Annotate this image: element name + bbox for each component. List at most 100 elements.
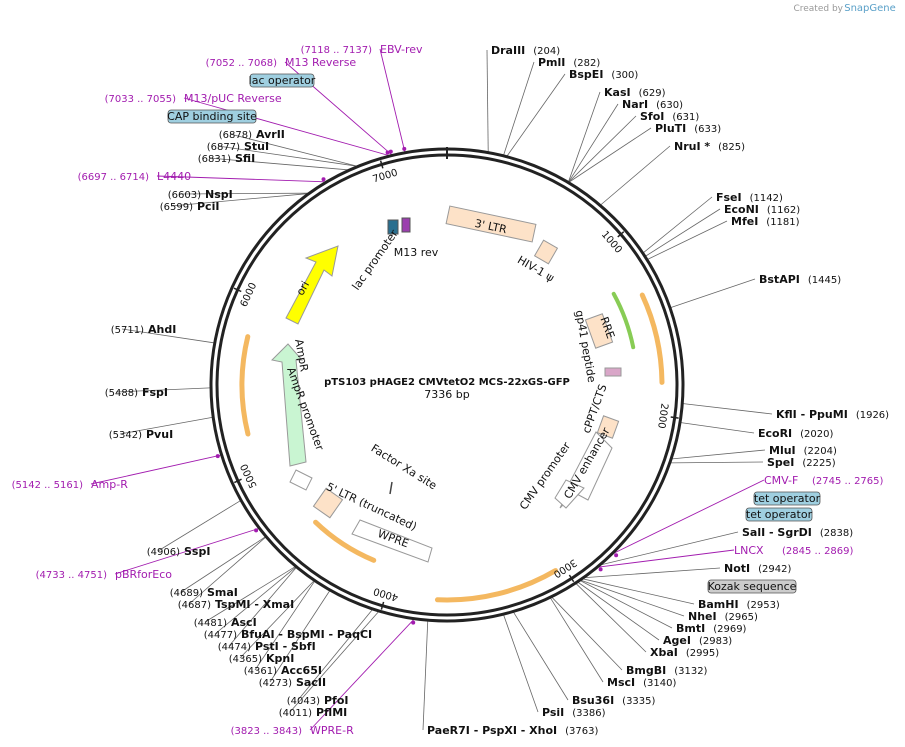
enzyme-label[interactable]: SfiI <box>235 152 255 165</box>
enzyme-label[interactable]: MluI <box>769 444 796 457</box>
feature-ori[interactable] <box>285 245 339 325</box>
enzyme-leader-line <box>568 115 637 183</box>
enzyme-label[interactable]: Acc65I <box>281 664 322 677</box>
enzyme-label[interactable]: StuI <box>244 140 269 153</box>
enzyme-leader-line <box>513 612 569 701</box>
enzyme-label[interactable]: BfuAI - BspMI - PaqCI <box>241 628 372 641</box>
feature-box[interactable] <box>707 579 797 594</box>
enzyme-label[interactable]: BamHI <box>698 598 739 611</box>
enzyme-label[interactable]: SfoI <box>640 110 664 123</box>
enzyme-label[interactable]: AscI <box>231 616 257 629</box>
feature-box[interactable] <box>167 109 257 124</box>
enzyme-leader-line <box>254 581 315 671</box>
primer-label[interactable]: Amp-R <box>91 478 128 491</box>
enzyme-label[interactable]: PciI <box>197 200 219 213</box>
enzyme-label[interactable]: NarI <box>622 98 648 111</box>
enzyme-position: (6831) <box>198 154 231 165</box>
enzyme-position: (3132) <box>674 666 707 677</box>
enzyme-label[interactable]: NheI <box>688 610 717 623</box>
enzyme-label[interactable]: AgeI <box>663 634 691 647</box>
enzyme-label[interactable]: PvuI <box>146 428 173 441</box>
primer-leader-line <box>598 549 735 568</box>
enzyme-label[interactable]: MfeI <box>731 215 758 228</box>
primer-label[interactable]: CMV-F <box>764 474 798 487</box>
primer-label[interactable]: pBRforEco <box>115 568 172 581</box>
enzyme-label[interactable]: PluTI <box>655 122 686 135</box>
enzyme-label[interactable]: PfoI <box>324 694 349 707</box>
enzyme-position: (5488) <box>105 388 138 399</box>
enzyme-label[interactable]: SmaI <box>207 586 238 599</box>
enzyme-leader-line <box>506 73 566 157</box>
enzyme-label[interactable]: FspI <box>142 386 168 399</box>
enzyme-label[interactable]: NspI <box>205 188 233 201</box>
tick-label: 4000 <box>372 585 400 603</box>
enzyme-position: (1926) <box>856 410 889 421</box>
feature-ampr-promoter[interactable] <box>289 469 313 491</box>
enzyme-label[interactable]: SalI - SgrDI <box>742 526 812 539</box>
enzyme-label[interactable]: PaeR7I - PspXI - XhoI <box>427 724 557 737</box>
feature-m13-rev[interactable] <box>401 217 411 233</box>
feature-hiv1-psi[interactable] <box>533 239 559 265</box>
enzyme-label[interactable]: TspMI - XmaI <box>215 598 294 611</box>
enzyme-label[interactable]: SacII <box>296 676 326 689</box>
feature-gp41-peptide[interactable] <box>604 367 622 377</box>
feature-cppt-cts[interactable] <box>596 415 620 439</box>
feature-factor-xa-site[interactable] <box>389 481 393 495</box>
feature-box[interactable] <box>745 507 813 522</box>
enzyme-label[interactable]: AvrII <box>256 128 285 141</box>
feature-box-label: lac operator <box>249 74 316 87</box>
enzyme-position: (6878) <box>219 130 252 141</box>
primer-site-mark <box>385 150 390 155</box>
primer-label[interactable]: LNCX <box>734 544 764 557</box>
primer-label[interactable]: L4440 <box>157 170 191 183</box>
feature-box-label: CAP binding site <box>167 110 257 123</box>
enzyme-label[interactable]: BmtI <box>676 622 705 635</box>
enzyme-label[interactable]: PmlI <box>538 56 565 69</box>
feature-m13-rev-label: M13 rev <box>394 246 439 259</box>
enzyme-label[interactable]: SpeI <box>767 456 794 469</box>
feature-factor-xa-site-label: Factor Xa site <box>369 442 440 493</box>
feature-box[interactable] <box>249 73 315 88</box>
enzyme-label[interactable]: KpnI <box>266 652 294 665</box>
primer-label[interactable]: EBV-rev <box>380 43 423 56</box>
feature-ampr[interactable] <box>270 343 307 467</box>
feature-box[interactable] <box>753 491 821 506</box>
enzyme-label[interactable]: EcoNI <box>724 203 759 216</box>
feature-rre[interactable] <box>584 313 614 349</box>
enzyme-leader-line <box>551 597 623 671</box>
feature-wpre[interactable] <box>351 519 433 563</box>
enzyme-position: (4477) <box>204 630 237 641</box>
primer-label[interactable]: M13/pUC Reverse <box>184 92 282 105</box>
enzyme-leader-line <box>180 536 266 593</box>
tick-mark <box>568 574 575 583</box>
enzyme-label[interactable]: EcoRI <box>758 427 792 440</box>
enzyme-label[interactable]: KflI - PpuMI <box>776 408 848 421</box>
enzyme-label[interactable]: Bsu36I <box>572 694 614 707</box>
primer-label[interactable]: M13 Reverse <box>285 56 356 69</box>
enzyme-label[interactable]: FseI <box>716 191 742 204</box>
enzyme-label[interactable]: SspI <box>184 545 210 558</box>
enzyme-label[interactable]: XbaI <box>650 646 678 659</box>
enzyme-label[interactable]: DraIII <box>491 44 525 57</box>
enzyme-label[interactable]: BstAPI <box>759 273 800 286</box>
enzyme-label[interactable]: PstI - SbfI <box>255 640 316 653</box>
feature-cmv-promoter[interactable] <box>554 479 585 509</box>
enzyme-label[interactable]: NruI * <box>674 140 710 153</box>
feature-3ltr[interactable] <box>445 205 537 243</box>
feature-lac-promoter[interactable] <box>387 219 399 235</box>
enzyme-label[interactable]: BspEI <box>569 68 603 81</box>
enzyme-label[interactable]: KasI <box>604 86 631 99</box>
enzyme-leader-line <box>217 145 357 167</box>
enzyme-label[interactable]: BmgBI <box>626 664 666 677</box>
enzyme-label[interactable]: AhdI <box>148 323 176 336</box>
enzyme-position: (6599) <box>160 202 193 213</box>
enzyme-label[interactable]: MscI <box>607 676 635 689</box>
enzyme-label[interactable]: PsiI <box>542 706 564 719</box>
primer-label[interactable]: WPRE-R <box>310 724 354 737</box>
enzyme-label[interactable]: NotI <box>724 562 750 575</box>
feature-5ltr-truncated[interactable] <box>312 487 344 519</box>
primer-site-mark <box>411 620 416 625</box>
enzyme-label[interactable]: PflMI <box>316 706 347 719</box>
tick-label: 2000 <box>655 402 669 429</box>
enzyme-position: (2942) <box>758 564 791 575</box>
